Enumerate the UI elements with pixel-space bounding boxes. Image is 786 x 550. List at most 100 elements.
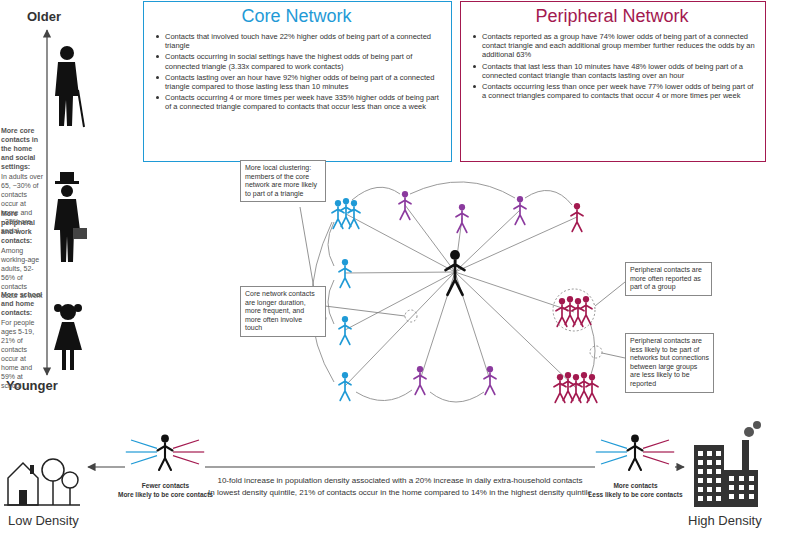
window <box>716 496 721 501</box>
tree-crown <box>42 459 64 481</box>
icon-head <box>60 304 76 320</box>
age-arrow <box>46 30 47 375</box>
contact-link <box>345 272 455 386</box>
figure-head <box>581 372 587 378</box>
door <box>19 490 27 505</box>
figure-body <box>586 381 598 403</box>
callout-box: Core network contacts are longer duratio… <box>240 286 326 337</box>
stick-figure <box>339 316 351 344</box>
smoke <box>744 427 754 437</box>
window <box>749 476 754 481</box>
figure-body <box>339 323 351 345</box>
house-icon <box>4 459 80 505</box>
older-adult-icon <box>55 46 84 127</box>
figure-head <box>342 259 348 265</box>
callout-markers <box>300 207 625 358</box>
contact-link <box>346 214 455 272</box>
axis-end-label: Low Density <box>8 513 108 528</box>
network-links <box>311 182 595 402</box>
contact-link <box>345 272 455 273</box>
stick-figure <box>586 374 598 402</box>
figure-head <box>631 435 639 443</box>
figure-head <box>573 374 579 380</box>
tie-arc <box>352 187 400 200</box>
core-tie <box>131 456 157 464</box>
window <box>698 487 703 492</box>
figure-body <box>578 379 590 401</box>
icon-head <box>61 185 73 197</box>
icon-body <box>55 62 79 126</box>
building <box>694 445 724 507</box>
box-heading: Peripheral Network <box>469 5 755 27</box>
window <box>707 460 712 465</box>
window <box>716 460 721 465</box>
density-note: More likely to be core contacts <box>108 491 223 499</box>
house <box>8 463 38 505</box>
figure-head <box>517 196 523 202</box>
window <box>729 485 734 490</box>
callout-box: More local clustering: members of the co… <box>240 160 326 202</box>
window <box>749 485 754 490</box>
window <box>707 451 712 456</box>
window <box>739 476 744 481</box>
callout-text: Core network contacts are longer duratio… <box>245 290 321 333</box>
building <box>724 470 758 507</box>
bullet-text: Contacts reported as a group have 74% lo… <box>469 32 755 60</box>
figure-head <box>559 298 565 304</box>
core-tie <box>126 451 157 452</box>
window <box>707 496 712 501</box>
figure-body <box>571 210 583 232</box>
density-arrow <box>675 466 684 467</box>
tree-crown <box>62 472 78 488</box>
callout-box: Peripheral contacts are less likely to b… <box>625 333 714 393</box>
tie-arc <box>410 182 515 198</box>
peripheral-tie <box>643 440 669 448</box>
density-note: Fewer contacts <box>108 482 223 490</box>
core-tie <box>596 451 627 452</box>
smokestack <box>742 440 749 470</box>
hat <box>60 172 74 182</box>
contact-link <box>455 272 576 388</box>
stick-figure <box>484 366 496 394</box>
window <box>698 460 703 465</box>
bullet-text: Contacts that last less than 10 minutes … <box>469 62 755 80</box>
figure-body <box>158 443 173 470</box>
figure-body <box>628 443 643 470</box>
stick-figure <box>158 435 173 470</box>
stick-figure <box>348 200 360 228</box>
figure-head <box>459 204 465 210</box>
dashed-circle <box>590 346 602 358</box>
leg <box>62 350 66 370</box>
axis-end-label: High Density <box>688 513 786 528</box>
cane <box>78 90 84 127</box>
contact-link <box>455 210 520 272</box>
window <box>698 478 703 483</box>
figure-head <box>342 372 348 378</box>
leg <box>70 350 74 370</box>
leader-line <box>325 306 405 316</box>
figure-head <box>557 374 563 380</box>
bullet-text: Contacts occurring less than once per we… <box>469 82 755 100</box>
density-finding: In lowest density quintile, 21% of conta… <box>205 488 595 499</box>
stick-figure <box>628 435 643 470</box>
dress <box>54 322 82 350</box>
contact-link <box>455 272 574 312</box>
stick-figure <box>456 204 468 232</box>
figure-head <box>343 198 349 204</box>
contact-link <box>455 217 577 272</box>
stick-figure <box>514 196 526 224</box>
icon-head <box>60 46 74 60</box>
window <box>716 478 721 483</box>
window <box>716 487 721 492</box>
axis-label: Older <box>27 9 87 24</box>
peripheral-tie <box>173 440 199 448</box>
stick-figure <box>339 372 351 400</box>
density-axis <box>4 421 761 507</box>
smoke <box>753 421 761 429</box>
leader-line <box>602 353 625 358</box>
figure-body <box>446 261 465 295</box>
side-heading: More core contacts in the home and socia… <box>1 126 44 171</box>
tie-arc <box>525 190 572 205</box>
peripheral-tie <box>643 456 669 464</box>
tie-arc <box>356 390 412 401</box>
